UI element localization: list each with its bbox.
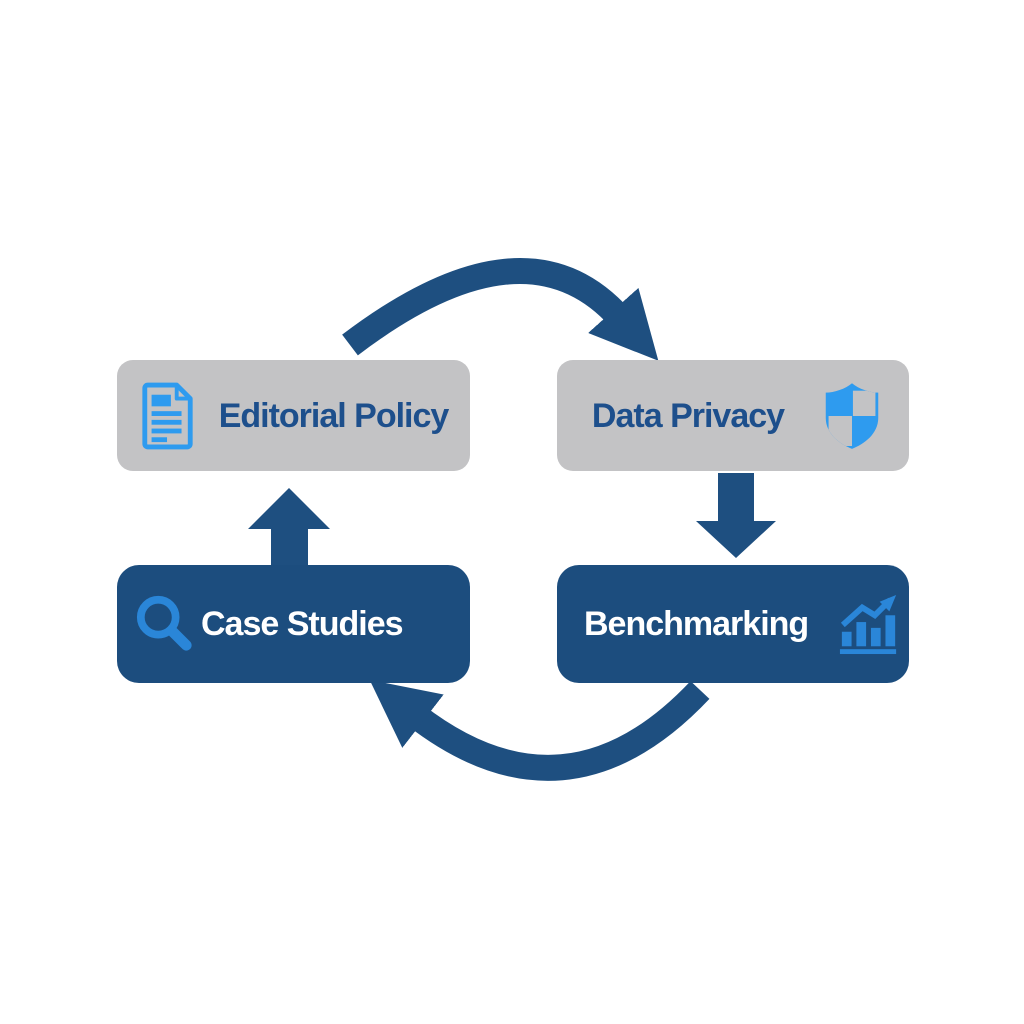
node-data-privacy: Data Privacy [557, 360, 909, 471]
node-label-benchmarking: Benchmarking [584, 605, 809, 643]
node-case-studies: Case Studies [117, 565, 470, 683]
node-label-case-studies: Case Studies [201, 605, 404, 643]
bar-chart-icon [838, 593, 900, 655]
node-label-data-privacy: Data Privacy [591, 396, 785, 435]
curved-arrow-top-icon [342, 258, 659, 361]
shield-icon [822, 382, 882, 450]
node-benchmarking: Benchmarking [557, 565, 909, 683]
search-icon [135, 594, 195, 654]
up-arrow-icon [248, 488, 330, 566]
down-arrow-icon [696, 473, 776, 558]
curved-arrow-bottom-icon [369, 679, 710, 781]
node-label-editorial-policy: Editorial Policy [218, 396, 450, 435]
node-editorial-policy: Editorial Policy [117, 360, 470, 471]
document-icon [139, 382, 197, 450]
